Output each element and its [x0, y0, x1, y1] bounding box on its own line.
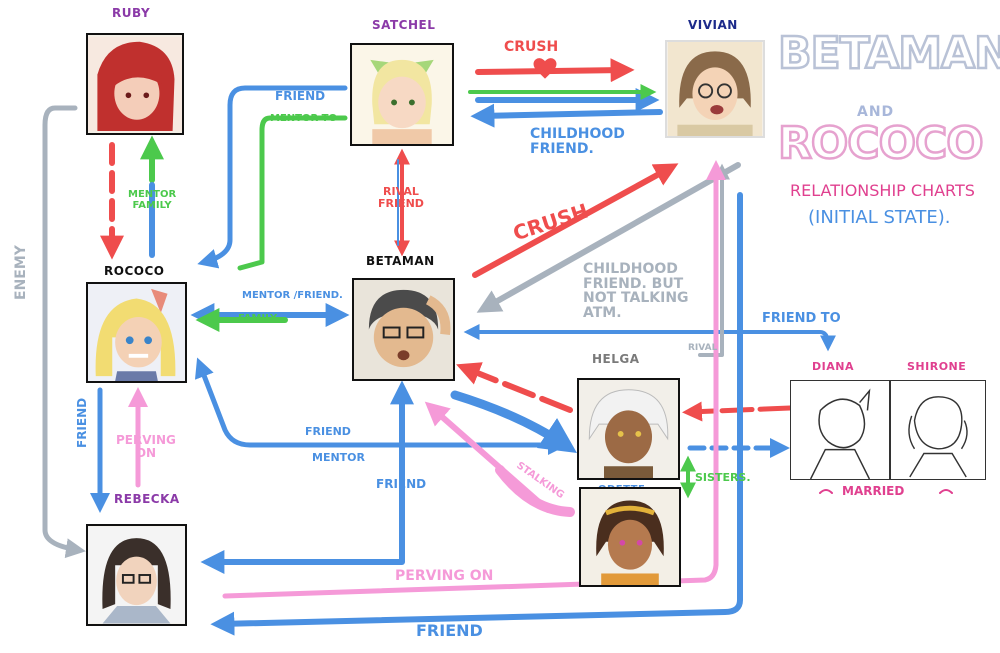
name-rebecka: REBECKA — [114, 492, 180, 506]
helga-face-icon — [579, 380, 678, 478]
title-subtitle: RELATIONSHIP CHARTS — [790, 181, 975, 200]
portrait-satchel[interactable] — [350, 43, 454, 146]
title-betaman: BETAMAN — [777, 27, 1000, 81]
name-diana: DIANA — [812, 360, 854, 373]
title-state: (INITIAL STATE). — [808, 207, 951, 228]
name-shirone: SHIRONE — [907, 360, 967, 373]
arrow-enemy — [42, 105, 86, 559]
heart-icon — [533, 58, 557, 79]
label-friend-rococo-rebecka: FRIEND — [75, 397, 89, 448]
name-betaman: BETAMAN — [366, 254, 435, 268]
label-mentor-to: MENTOR TO — [270, 113, 337, 124]
arrow-childhood-friend-return — [470, 103, 663, 128]
sketch-shirone[interactable] — [890, 380, 986, 480]
title-and: AND — [857, 104, 895, 120]
portrait-rebecka[interactable] — [86, 524, 187, 626]
sketch-diana[interactable] — [790, 380, 890, 480]
rebecka-face-icon — [88, 526, 185, 624]
portrait-vivian[interactable] — [665, 40, 765, 138]
label-perving-on-bottom: PERVING ON — [395, 568, 494, 584]
label-childhood-friend: CHILDHOOD FRIEND. — [530, 126, 625, 157]
title-rococo: ROCOCO — [777, 117, 985, 171]
married-underline — [819, 489, 953, 494]
label-friend-satchel: FRIEND — [275, 89, 326, 103]
label-mentor-helga: MENTOR — [312, 451, 365, 464]
portrait-helga[interactable] — [577, 378, 680, 480]
label-mentor-family: MENTOR FAMILY — [128, 189, 177, 211]
label-friend-bottom: FRIEND — [416, 621, 483, 640]
arrow-crush-betaman-vivian — [472, 163, 679, 278]
portrait-betaman[interactable] — [352, 278, 455, 381]
label-family: FAMILY — [238, 313, 278, 324]
label-mentor-friend: MENTOR /FRIEND. — [242, 290, 343, 301]
arrow-perving-bottom — [222, 160, 726, 599]
arrow-friend-bottom — [210, 192, 743, 636]
name-vivian: VIVIAN — [688, 18, 738, 32]
name-ruby: RUBY — [112, 6, 151, 20]
arrow-childhood-vivian-betaman — [476, 162, 741, 313]
portrait-ruby[interactable] — [86, 33, 184, 135]
ruby-face-icon — [88, 37, 182, 132]
betaman-face-icon — [354, 280, 453, 379]
vivian-face-icon — [668, 42, 762, 136]
rococo-face-icon — [88, 284, 185, 381]
shirone-sketch-icon — [908, 396, 968, 478]
name-rococo: ROCOCO — [104, 264, 165, 278]
satchel-face-icon — [352, 45, 452, 144]
label-sisters: SISTERS. — [695, 471, 751, 484]
arrow-stalking-tail — [495, 465, 575, 517]
label-crush-top: CRUSH — [504, 39, 559, 55]
odette-face-icon — [582, 489, 678, 585]
arrow-friend-satchel-rococo — [197, 85, 348, 269]
portrait-odette[interactable] — [579, 487, 681, 587]
diana-sketch-icon — [809, 388, 871, 479]
label-perving-on-rococo: PERVING ON — [116, 433, 176, 460]
name-satchel: SATCHEL — [372, 18, 436, 32]
label-married: MARRIED — [842, 484, 905, 498]
arrow-friend-to-diana — [463, 324, 836, 352]
label-friend-to: FRIEND TO — [762, 311, 841, 326]
label-rival-helga: RIVAL — [688, 343, 718, 353]
label-friend-helga: FRIEND — [305, 425, 351, 438]
portrait-rococo[interactable] — [86, 282, 187, 383]
name-helga: HELGA — [592, 352, 640, 366]
label-childhood-not-talking: CHILDHOOD FRIEND. BUT NOT TALKING ATM. — [583, 261, 689, 322]
arrow-mentor-satchel-rococo — [237, 115, 348, 271]
label-enemy: ENEMY — [13, 245, 29, 300]
arrow-friend-betaman-rebecka — [200, 380, 414, 574]
label-rival-friend: RIVAL FRIEND — [378, 185, 424, 210]
arrow-rival-helga-vivian — [698, 163, 730, 357]
label-friend-betaman-rebecka: FRIEND — [376, 477, 427, 491]
